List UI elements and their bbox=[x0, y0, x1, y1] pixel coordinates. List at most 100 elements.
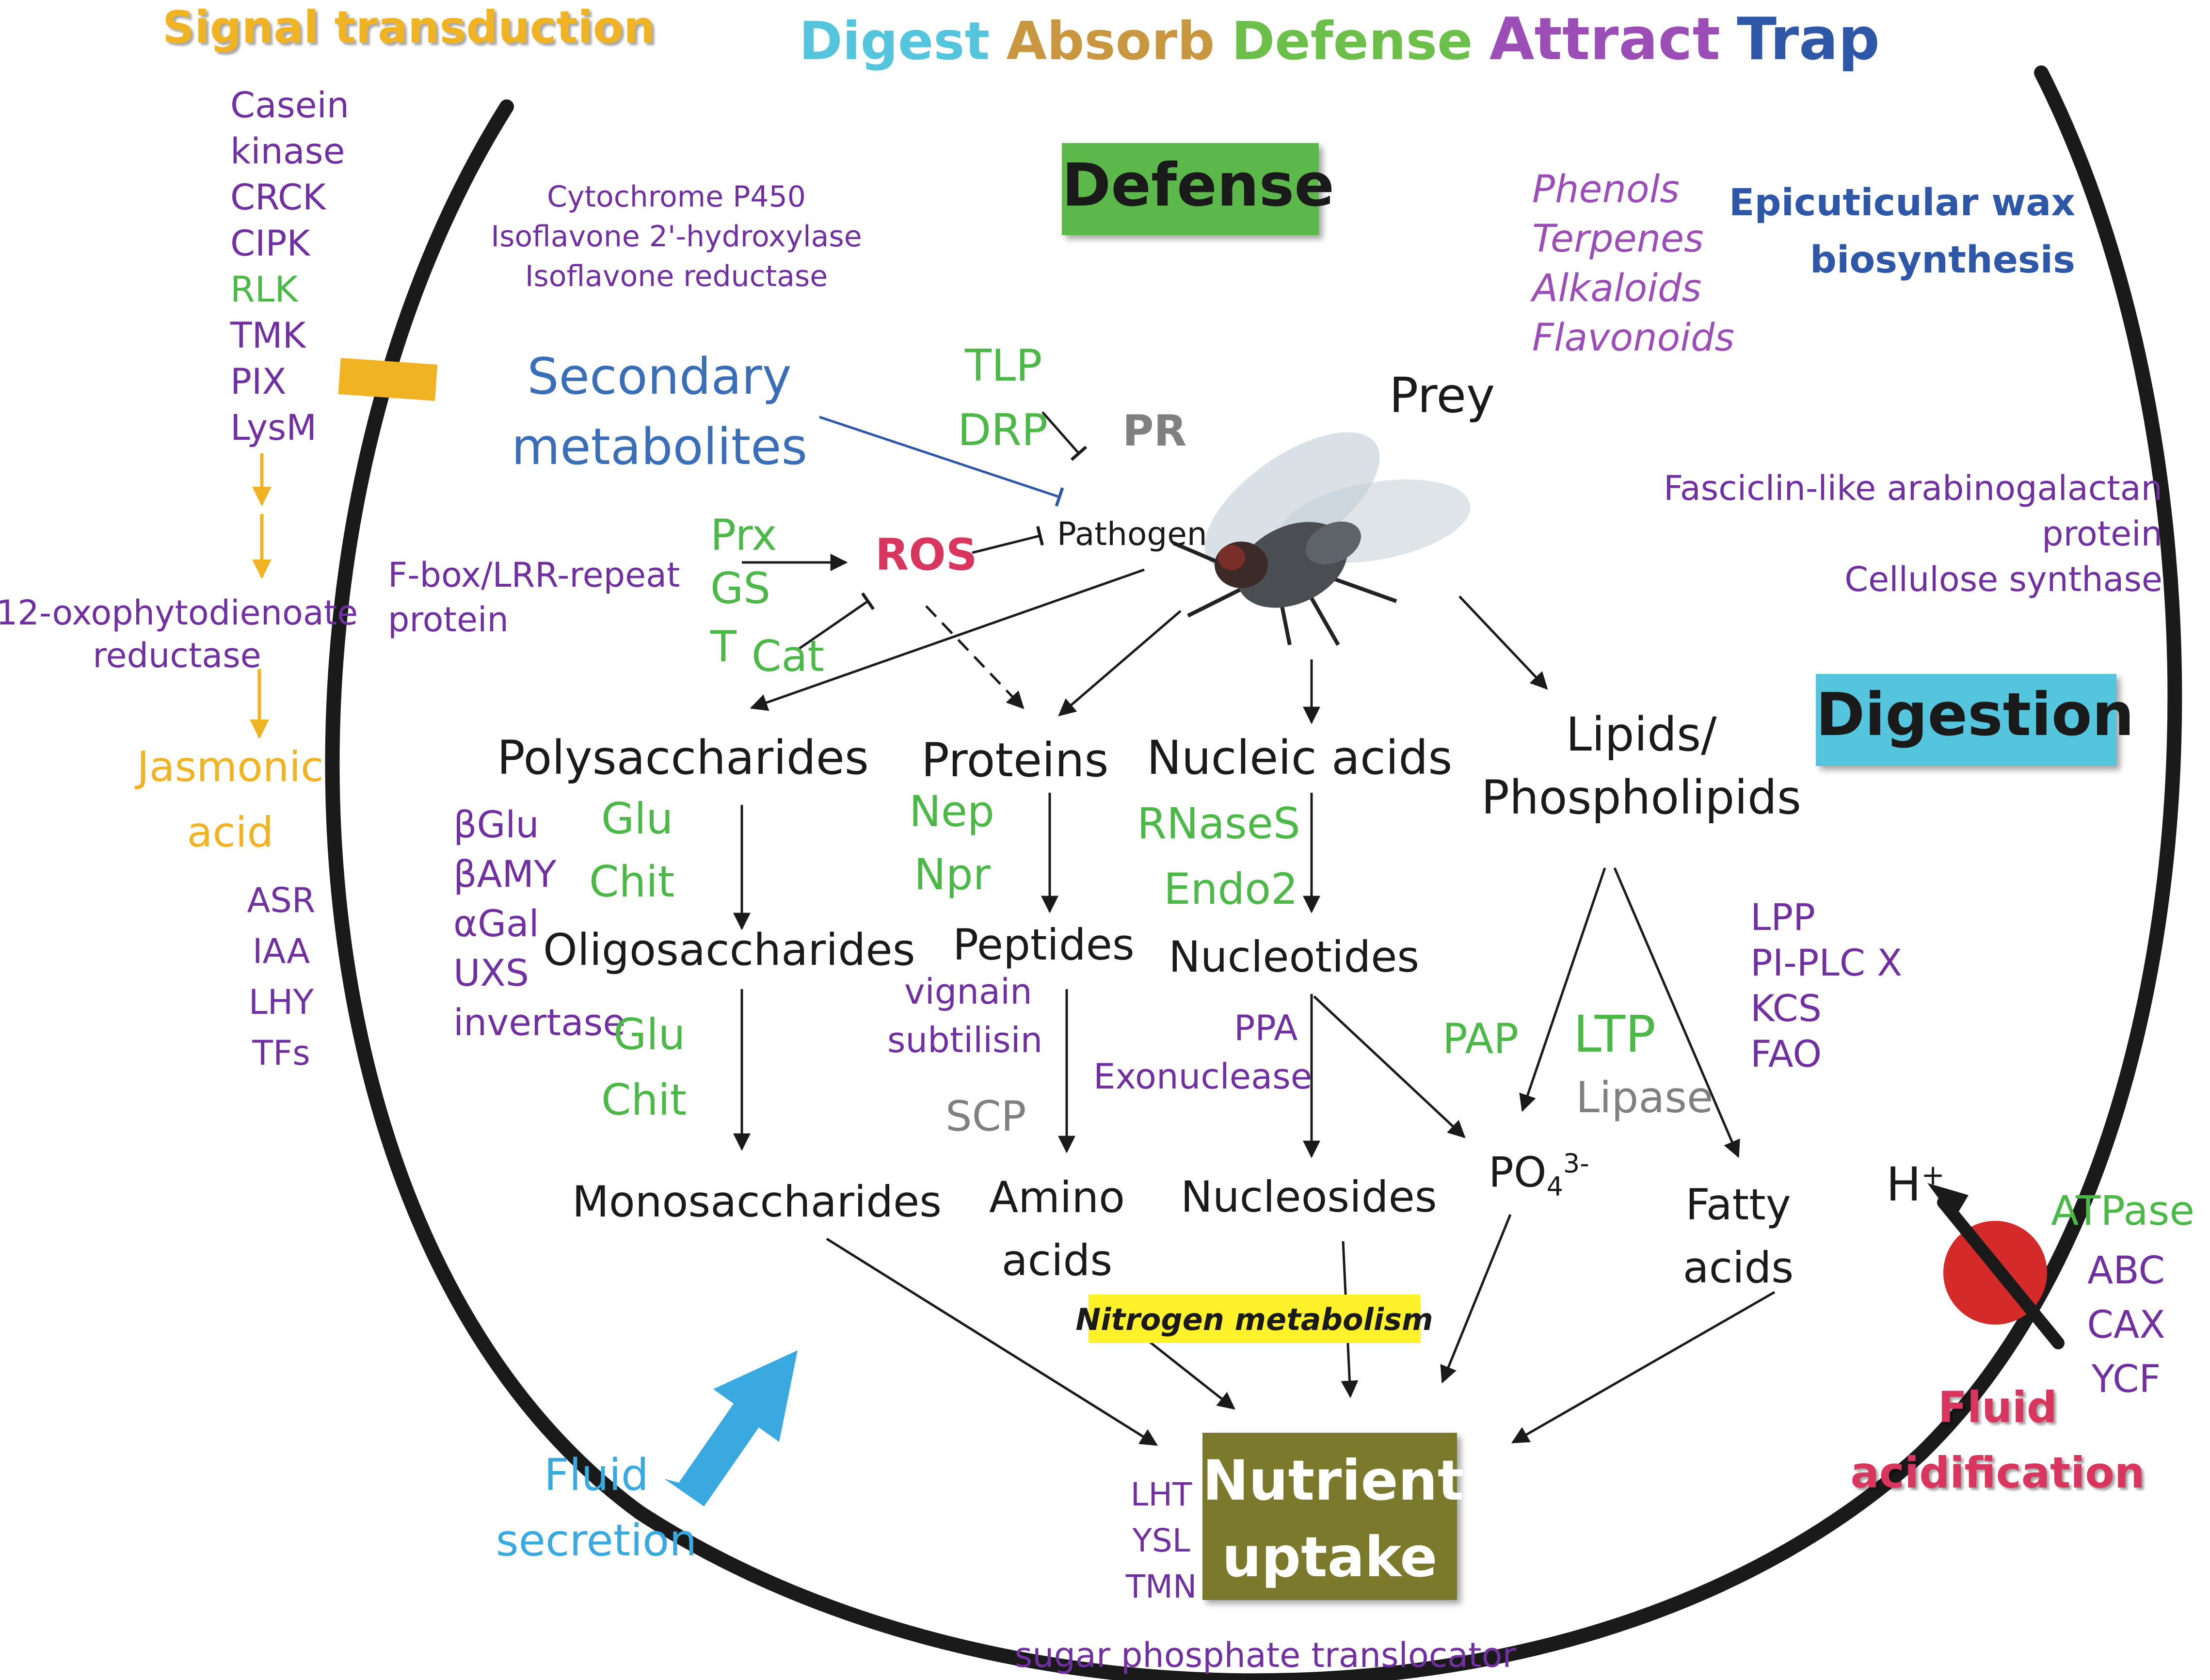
nucleotides: Nucleotides bbox=[1169, 932, 1420, 982]
proton-pump-arrowhead bbox=[1927, 1183, 1969, 1219]
pr-label: PR bbox=[1122, 406, 1187, 456]
receptor-kinase: kinase bbox=[230, 131, 345, 172]
header-attract: Attract bbox=[1489, 6, 1720, 73]
po4-to-uptake bbox=[1440, 1214, 1512, 1384]
nucleosides: Nucleosides bbox=[1181, 1172, 1437, 1222]
receptor-tmk: TMK bbox=[230, 315, 306, 356]
response-list: ASR IAA LHY TFs bbox=[247, 880, 316, 1073]
mono-to-uptake bbox=[826, 1237, 1158, 1446]
prey-label: Prey bbox=[1389, 367, 1495, 424]
digestion-box bbox=[1816, 674, 2116, 766]
header-trap: Trap bbox=[1737, 6, 1880, 73]
subtilisin-label: subtilisin bbox=[887, 1020, 1043, 1060]
rnases-label: RNaseS bbox=[1137, 799, 1300, 848]
amino-acids: Amino acids bbox=[989, 1172, 1125, 1285]
fluid-secretion-arrow bbox=[664, 1350, 798, 1506]
cat-label: Cat bbox=[752, 631, 824, 681]
prey-to-proteins bbox=[1058, 610, 1182, 717]
endo2-label: Endo2 bbox=[1164, 864, 1298, 914]
monosaccharides: Monosaccharides bbox=[572, 1177, 942, 1227]
exonuclease-label: Exonuclease bbox=[1093, 1056, 1313, 1097]
lipase-label: Lipase bbox=[1576, 1072, 1714, 1122]
receptor-crck: CRCK bbox=[230, 177, 326, 218]
pathogen-label: Pathogen bbox=[1057, 515, 1207, 553]
receptor-rlk: RLK bbox=[230, 269, 298, 310]
cell-wall-genes: Fasciclin-like arabinogalactan protein C… bbox=[1664, 468, 2162, 599]
nitrogen-to-uptake bbox=[1141, 1335, 1235, 1410]
glu-1: Glu bbox=[601, 794, 673, 844]
prey-to-lipids bbox=[1458, 595, 1548, 690]
oligosaccharides: Oligosaccharides bbox=[543, 925, 915, 976]
header-digest: Digest bbox=[799, 11, 990, 72]
digestion-label: Digestion bbox=[1816, 680, 2134, 749]
proton-label: H+ bbox=[1886, 1157, 1945, 1212]
pump-list: ABC CAX YCF bbox=[2087, 1249, 2165, 1401]
uptake-transporters: LHT YSL TMN bbox=[1125, 1476, 1197, 1605]
sugar-phosphate-translocator: sugar phosphate translocator bbox=[1014, 1635, 1517, 1675]
drp-inhibit bbox=[1041, 411, 1088, 461]
receptor-list: Casein kinase CRCK CIPK RLK TMK PIX LysM bbox=[230, 82, 349, 451]
chit-1: Chit bbox=[589, 857, 675, 907]
ros-to-proteins-dashed bbox=[925, 605, 1025, 709]
fbox-protein: F-box/LRR-repeat protein bbox=[388, 555, 680, 640]
signal-transduction-title: Signal transduction bbox=[162, 1, 656, 53]
header-absorb: Absorb bbox=[1006, 11, 1215, 72]
ros-inhibit-pathogen bbox=[972, 526, 1044, 554]
fly-icon bbox=[1172, 432, 1471, 646]
receptor-cipk: CIPK bbox=[230, 223, 310, 264]
nutrient-uptake-box bbox=[1202, 1433, 1457, 1600]
t-label: T bbox=[710, 622, 737, 672]
epicuticular-wax: Epicuticular wax biosynthesis bbox=[1729, 181, 2075, 282]
chit-2: Chit bbox=[601, 1075, 687, 1125]
atpase-label: ATPase bbox=[2051, 1187, 2195, 1234]
tlp-label: TLP bbox=[965, 340, 1042, 391]
lipids-to-po4 bbox=[1519, 867, 1606, 1112]
defense-enzymes: Cytochrome P450 Isoflavone 2'-hydroxylas… bbox=[491, 180, 862, 293]
lipid-enzymes: LPP PI-PLC X KCS FAO bbox=[1750, 896, 1903, 1075]
header-defense: Defense bbox=[1231, 11, 1473, 72]
receptor-lysm: LysM bbox=[230, 407, 317, 448]
lipids-phospholipids: Lipids/ Phospholipids bbox=[1481, 707, 1801, 825]
receptor-casein: Casein bbox=[230, 85, 350, 126]
glu-2: Glu bbox=[613, 1009, 686, 1059]
phosphate-label: PO43- bbox=[1489, 1148, 1589, 1202]
nep-label: Nep bbox=[909, 786, 994, 836]
ltp-label: LTP bbox=[1573, 1005, 1656, 1064]
nucleotides-to-po4 bbox=[1313, 995, 1466, 1138]
polysaccharides: Polysaccharides bbox=[497, 731, 869, 785]
fatty-acids: Fatty acids bbox=[1682, 1180, 1794, 1293]
nitrogen-box bbox=[1089, 1295, 1421, 1343]
oxophytodienoate-reductase: 12-oxophytodienoate reductase bbox=[0, 593, 358, 675]
prx-label: Prx bbox=[710, 510, 777, 560]
npr-label: Npr bbox=[914, 849, 991, 899]
attract-compounds: Phenols Terpenes Alkaloids Flavonoids bbox=[1532, 168, 1735, 360]
ppa-label: PPA bbox=[1234, 1008, 1298, 1048]
gs-label: GS bbox=[710, 563, 771, 613]
secondary-inhibit bbox=[819, 416, 1064, 507]
peptides: Peptides bbox=[953, 920, 1135, 970]
nitrogen-metabolism: Nitrogen metabolism bbox=[1075, 1302, 1433, 1337]
scp-label: SCP bbox=[945, 1092, 1026, 1141]
proteins: Proteins bbox=[921, 733, 1109, 787]
fluid-secretion-label: Fluid secretion bbox=[496, 1450, 697, 1566]
receptor-bar bbox=[338, 358, 438, 401]
prey-to-polysaccharides bbox=[750, 568, 1145, 711]
pap-label: PAP bbox=[1442, 1015, 1519, 1063]
nucleic-acids: Nucleic acids bbox=[1147, 731, 1453, 785]
lipids-to-fatty bbox=[1613, 867, 1740, 1158]
trap-outline bbox=[325, 65, 2182, 1680]
vignain-label: vignain bbox=[904, 971, 1032, 1012]
defense-box bbox=[1062, 143, 1319, 235]
nutrient-uptake-label: Nutrient uptake bbox=[1202, 1448, 1464, 1589]
defense-label: Defense bbox=[1062, 151, 1335, 220]
receptor-pix: PIX bbox=[230, 361, 287, 402]
jasmonic-acid: Jasmonic acid bbox=[137, 743, 324, 857]
secondary-metabolites: Secondary metabolites bbox=[511, 348, 808, 476]
fatty-to-uptake bbox=[1511, 1291, 1776, 1444]
drp-label: DRP bbox=[958, 405, 1048, 456]
fluid-acidification-label: Fluid acidification bbox=[1850, 1382, 2145, 1498]
proton-pump-arrow bbox=[1937, 1196, 2065, 1349]
process-header: Digest Absorb Defense Attract Trap bbox=[799, 7, 1880, 72]
